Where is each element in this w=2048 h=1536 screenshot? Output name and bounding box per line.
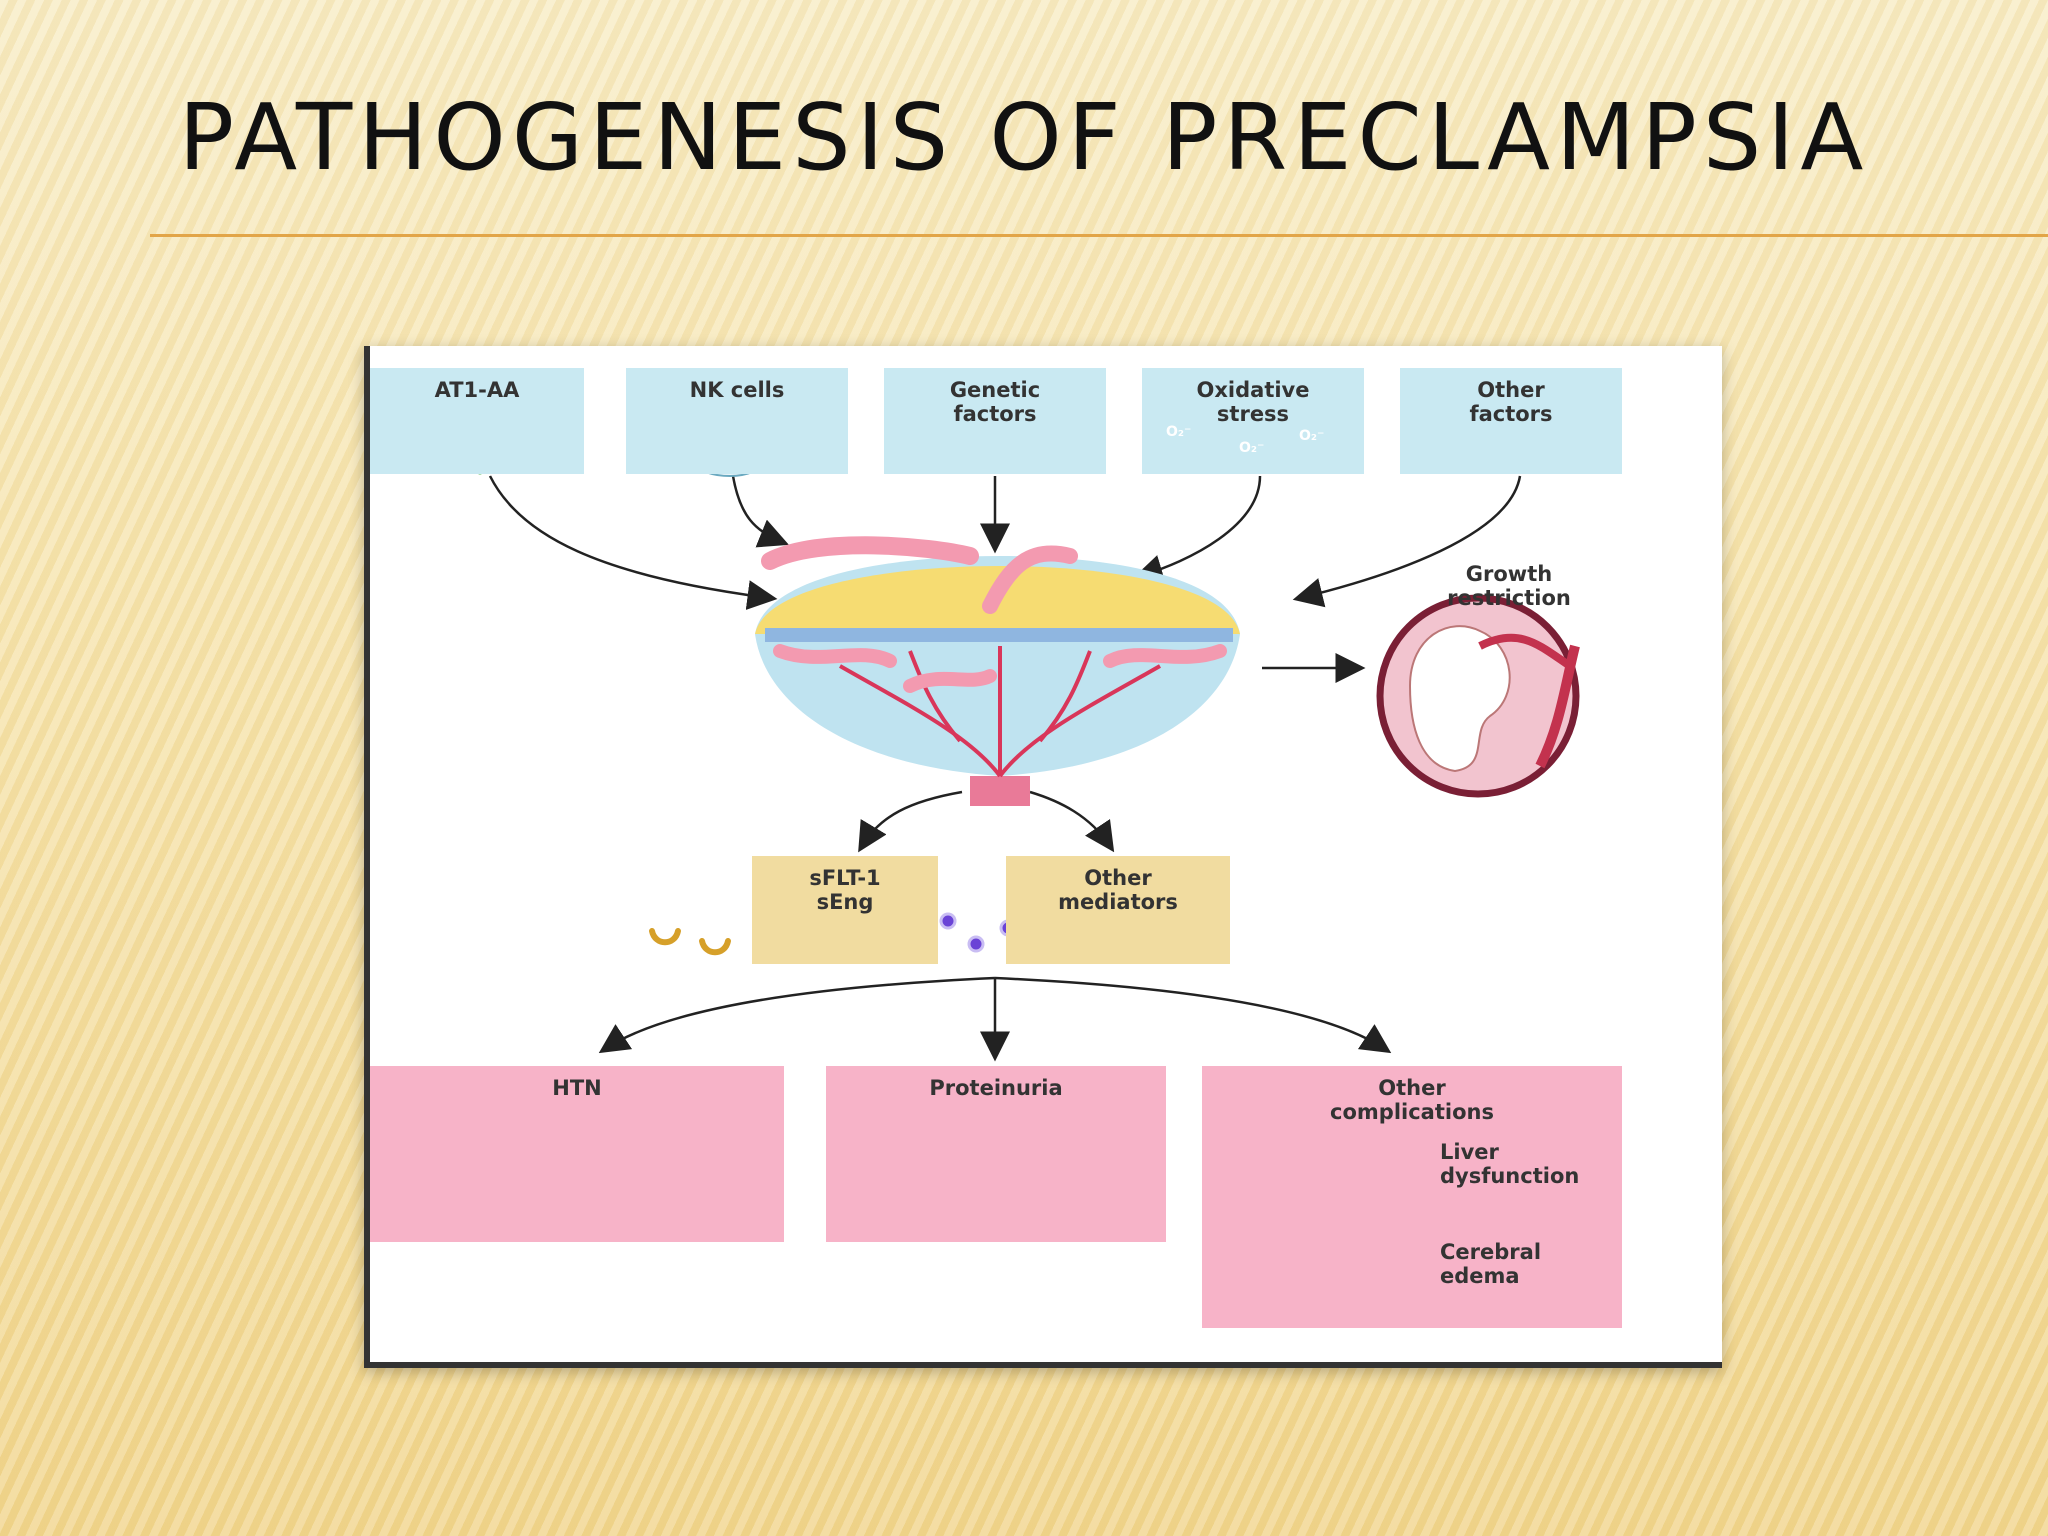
outcome-label-htn: HTN (552, 1076, 602, 1100)
cause-label-nk-cells: NK cells (689, 378, 785, 402)
cause-box-oxidative-stress: Oxidative stress (1142, 368, 1364, 474)
mediator-box-other-mediators: Other mediators (1006, 856, 1230, 964)
growth-restriction-box: Growth restriction (1396, 552, 1622, 788)
complication-label-brain: Cerebral edema (1440, 1240, 1542, 1289)
pathogenesis-diagram: AT1-AA NK cells Genetic factors Oxidativ… (364, 346, 1722, 1368)
outcome-label-other-complications: Other complications (1330, 1076, 1494, 1125)
cause-box-at1-aa: AT1-AA (370, 368, 584, 474)
cause-label-oxidative-stress: Oxidative stress (1196, 378, 1310, 427)
oxygen-radical-label: O₂⁻ (1239, 440, 1265, 456)
slide-title: PATHOGENESIS OF PRECLAMPSIA (178, 84, 1870, 191)
cause-label-genetic-factors: Genetic factors (949, 378, 1041, 427)
placenta-illustration (755, 536, 1240, 806)
title-divider (150, 234, 2048, 237)
oxygen-radical-label: O₂⁻ (1299, 428, 1325, 444)
complication-label-liver: Liver dysfunction (1440, 1140, 1580, 1189)
cause-box-genetic-factors: Genetic factors (884, 368, 1106, 474)
cause-box-nk-cells: NK cells (626, 368, 848, 474)
cause-box-other-factors: Other factors (1400, 368, 1622, 474)
fetus-illustration (1376, 594, 1580, 798)
outcome-box-htn: HTN (370, 1066, 784, 1242)
mediator-label-sflt-seng: sFLT-1 sEng (809, 866, 881, 915)
cause-arrows (488, 475, 1522, 1062)
oxygen-radical-label: O₂⁻ (1166, 424, 1192, 440)
cause-label-other-factors: Other factors (1469, 378, 1553, 427)
outcome-label-proteinuria: Proteinuria (929, 1076, 1063, 1100)
mediator-box-sflt-seng: sFLT-1 sEng (752, 856, 938, 964)
cause-label-at1-aa: AT1-AA (434, 378, 520, 402)
mediator-label-other-mediators: Other mediators (1058, 866, 1178, 915)
outcome-box-other-complications: Other complications (1202, 1066, 1622, 1328)
growth-restriction-label: Growth restriction (1447, 562, 1571, 611)
outcome-box-proteinuria: Proteinuria (826, 1066, 1166, 1242)
